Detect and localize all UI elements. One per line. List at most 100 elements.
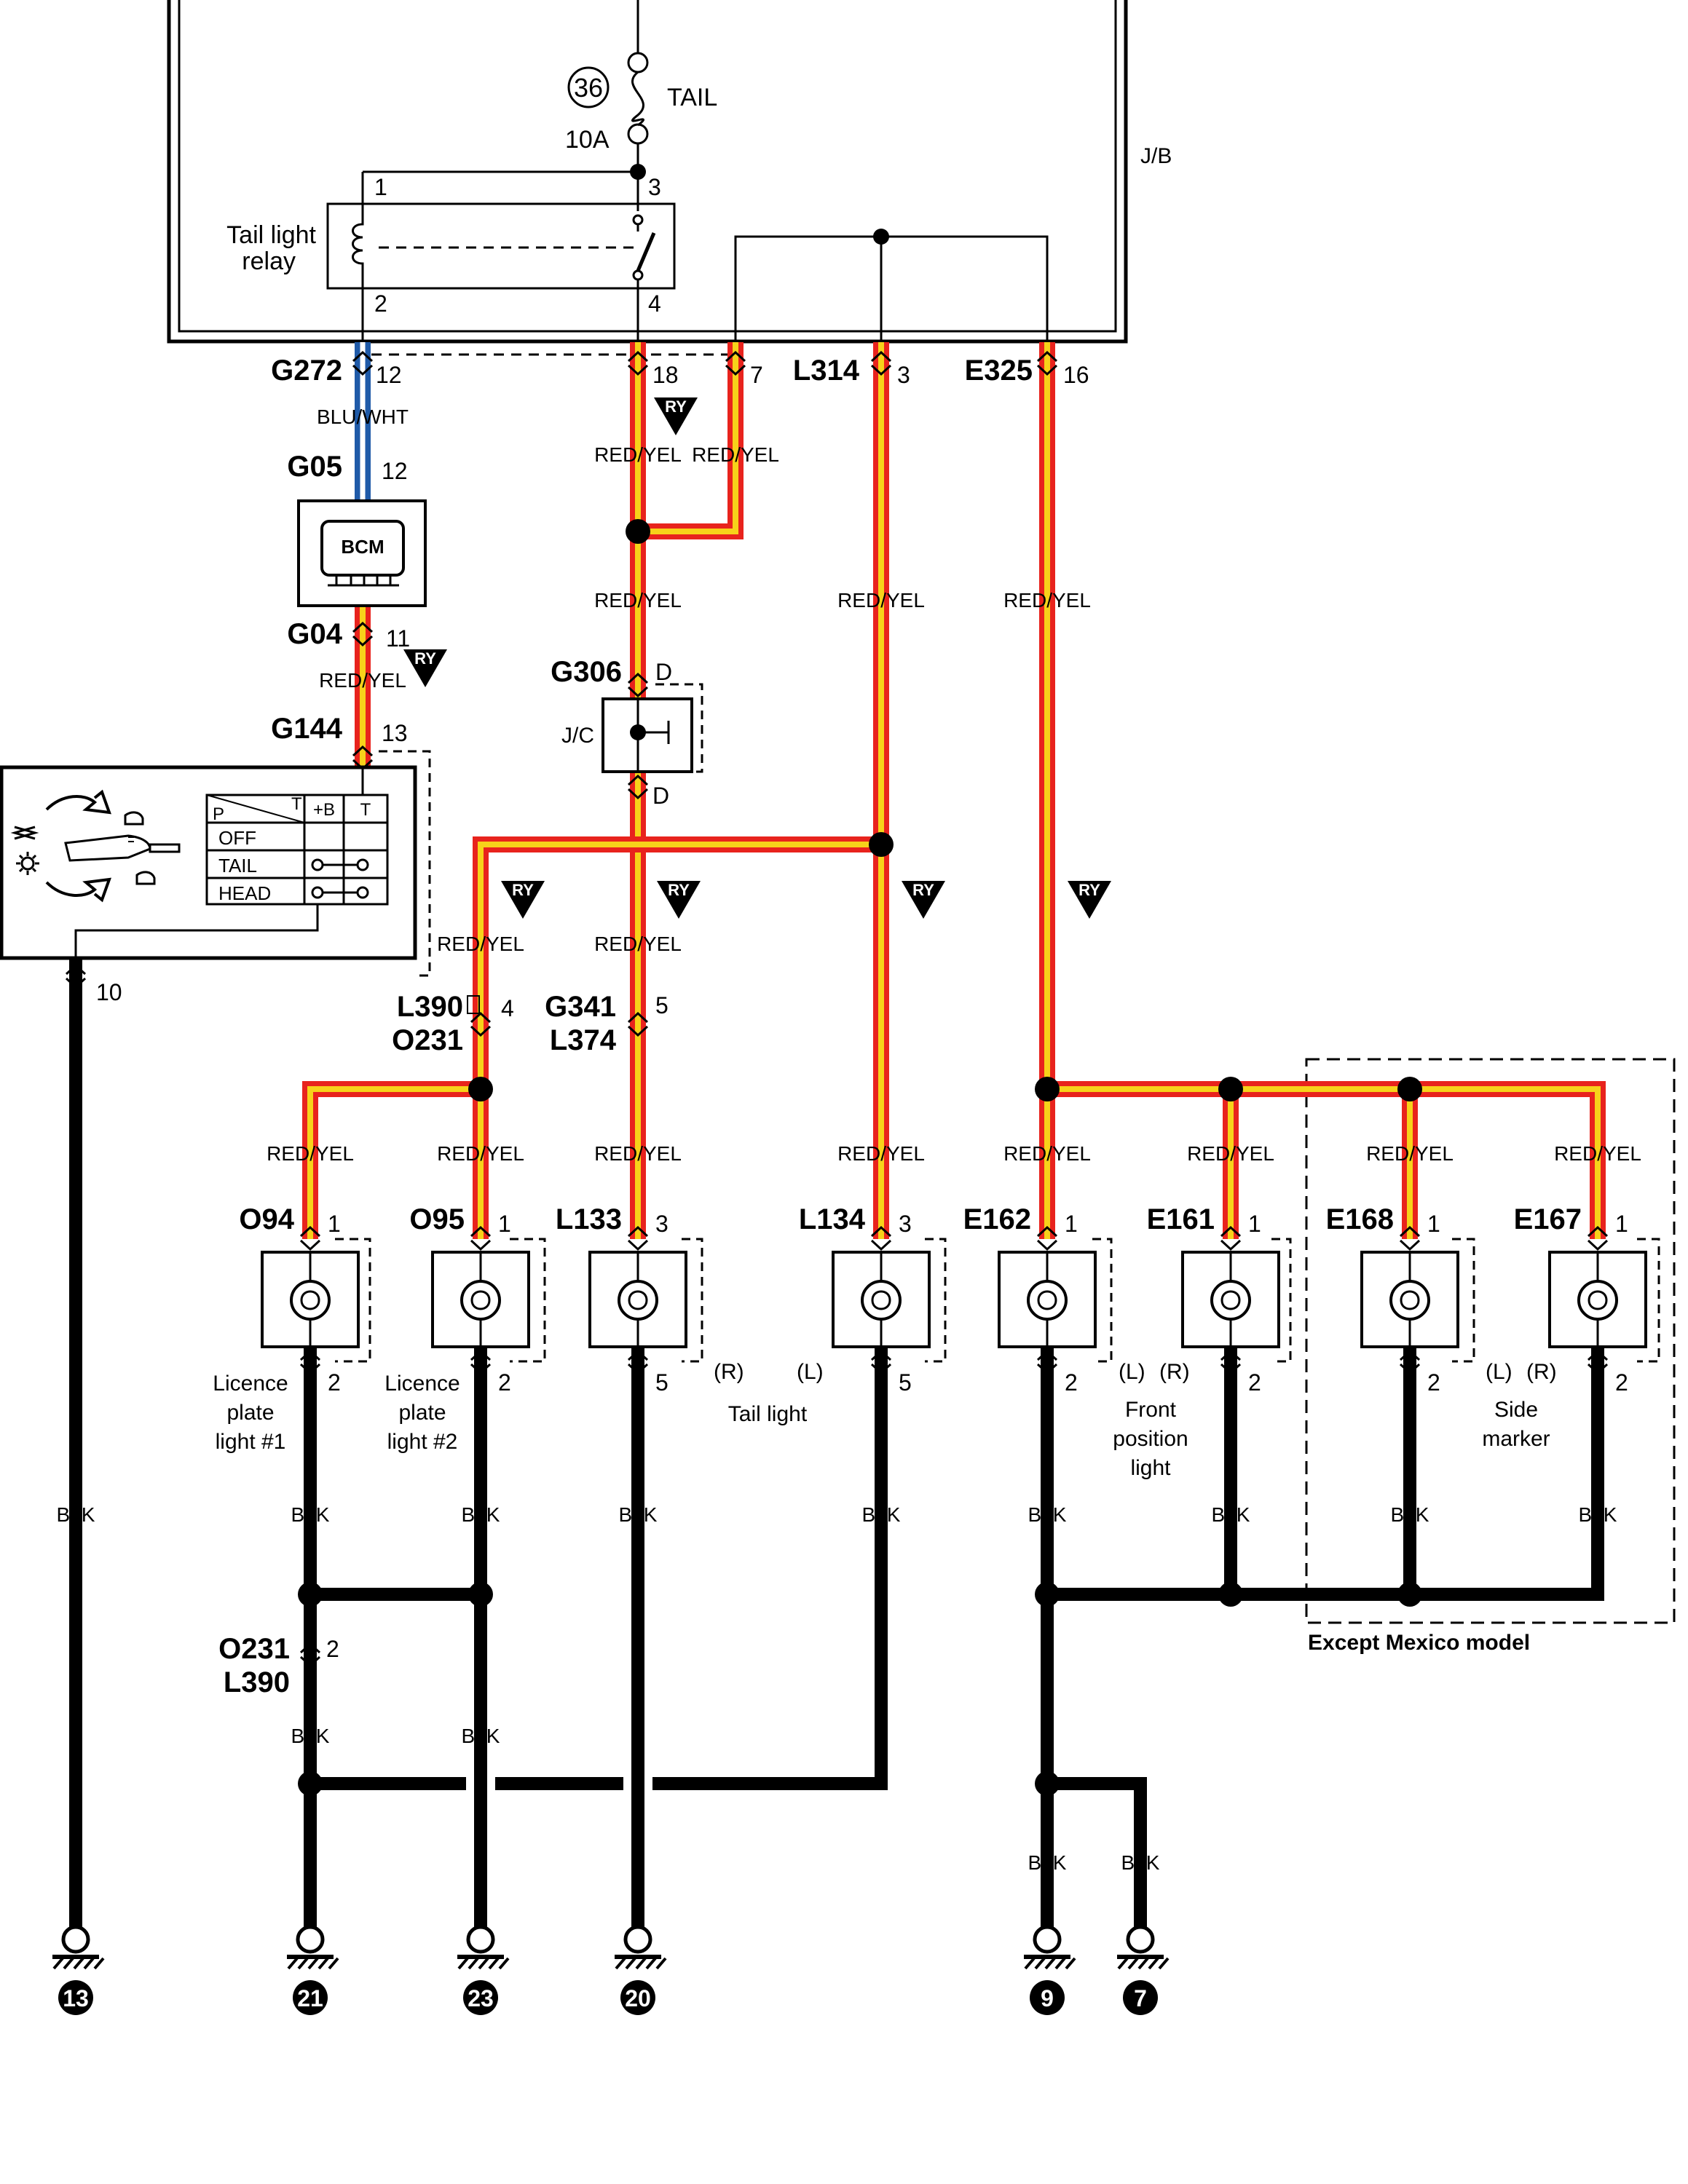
filament-icon — [470, 1290, 491, 1310]
connector-mark — [1220, 1239, 1242, 1251]
wire-stripe — [638, 342, 738, 534]
wire-color-label: RED/YEL — [837, 1142, 925, 1165]
switch-row-head: HEAD — [218, 882, 271, 904]
splice-dot — [1035, 1582, 1060, 1607]
connector-pin: 5 — [655, 992, 669, 1018]
splice-dot — [298, 1582, 323, 1607]
connector-mark — [627, 1363, 649, 1375]
connector-pin: 1 — [498, 1211, 511, 1237]
connector-pin: 2 — [1615, 1369, 1628, 1396]
connector-id: L314 — [793, 355, 860, 387]
connector-mark — [870, 364, 892, 376]
connector-id: E168 — [1326, 1203, 1394, 1235]
connector-mark — [627, 686, 649, 698]
wire-color-label: RED/YEL — [594, 933, 682, 955]
ground-hatch — [63, 1957, 74, 1970]
ground-hatch — [73, 1957, 84, 1970]
ground-number: 7 — [1134, 1985, 1147, 2011]
wire-color-label: RED/YEL — [594, 1142, 682, 1165]
ground-13: 13 — [52, 1925, 105, 2015]
connector-pin: 2 — [1427, 1369, 1440, 1396]
connector-id: E325 — [965, 355, 1033, 387]
connector-pin: 2 — [1248, 1369, 1261, 1396]
wire-color-label: RED/YEL — [437, 1142, 524, 1165]
wire-black — [1047, 1777, 1147, 1928]
ground-20: 20 — [615, 1925, 667, 2015]
ground-terminal — [1126, 1925, 1155, 1954]
ground-terminal — [623, 1925, 652, 1954]
sun-icon — [20, 856, 35, 871]
connector-id: L390 — [397, 991, 463, 1023]
wire-color-label: BLK — [862, 1503, 901, 1526]
connector-pin: 1 — [1427, 1211, 1440, 1237]
connector-pin: 4 — [501, 995, 514, 1021]
connector-mark — [1036, 1239, 1058, 1251]
ground-7: 7 — [1117, 1925, 1170, 2015]
wire-color-label: RED/YEL — [692, 443, 779, 466]
ground-23: 23 — [457, 1925, 510, 2015]
bulb-icon — [460, 1280, 501, 1321]
ground-hatch — [318, 1957, 329, 1970]
connector-mark — [870, 1349, 892, 1361]
wire-color-label: RED/YEL — [1554, 1142, 1641, 1165]
connector-mark — [627, 672, 649, 684]
headlight-icon — [124, 811, 144, 826]
ry-badge — [902, 881, 945, 919]
ground-number: 13 — [63, 1985, 89, 2011]
bulb-icon — [1210, 1280, 1251, 1321]
connector-pin: 13 — [382, 720, 408, 746]
ground-number-badge — [1030, 1980, 1065, 2015]
relay-coil-icon — [352, 211, 364, 288]
bulb-icon — [618, 1280, 658, 1321]
connector-pin: 12 — [382, 458, 408, 484]
jc-label: J/C — [561, 724, 594, 748]
connector-mark — [1220, 1225, 1242, 1238]
connector-mark — [870, 1363, 892, 1375]
connector-id: L390 — [224, 1666, 290, 1698]
bulb-icon — [1577, 1280, 1618, 1321]
connector-id: G272 — [271, 355, 342, 387]
connector-mark — [1036, 1225, 1058, 1238]
headlight-icon — [135, 871, 156, 885]
ground-hatch — [645, 1957, 657, 1970]
connector-pin: D — [652, 783, 669, 809]
splice-dot — [1397, 1077, 1422, 1101]
outline-group — [335, 683, 1676, 1624]
filament-icon — [300, 1290, 320, 1310]
wire-black — [1047, 1347, 1604, 1601]
caption-line: light #1 — [216, 1430, 286, 1454]
ground-number-badge — [463, 1980, 498, 2015]
ry-badge — [657, 881, 701, 919]
ground-hatch — [498, 1957, 510, 1970]
connector-mark — [299, 1655, 321, 1668]
except-mexico-label: Except Mexico model — [1308, 1631, 1530, 1655]
connector-mark — [627, 364, 649, 376]
turn-arrow-icon — [45, 789, 111, 815]
caption-line: position — [1113, 1427, 1188, 1451]
ry-badge-text: RY — [665, 397, 687, 416]
connector-mark — [299, 1225, 321, 1238]
connector-id: O231 — [392, 1024, 463, 1056]
connector-labels: G272 12 18 7 L314 3 E325 16 G05 12 G04 1… — [96, 355, 1089, 1698]
ground-hatch — [52, 1957, 64, 1970]
ground-hatch — [93, 1957, 105, 1970]
junction-block: J/B 36 TAIL 10A Tail light relay 1 3 2 4 — [167, 0, 1172, 356]
wire-color-label: RED/YEL — [1366, 1142, 1454, 1165]
caption-line: Tail light — [728, 1402, 808, 1426]
wire-color-label: RED/YEL — [594, 589, 682, 612]
except-mexico-region — [1305, 1058, 1676, 1624]
connector-mark — [470, 1349, 492, 1361]
ground-hatch — [307, 1957, 319, 1970]
switch-header-t: T — [291, 794, 302, 814]
connector-id: G05 — [287, 451, 342, 483]
connector-mark — [299, 1349, 321, 1361]
relay-pin: 3 — [648, 174, 661, 200]
jb-label: J/B — [1140, 144, 1172, 168]
